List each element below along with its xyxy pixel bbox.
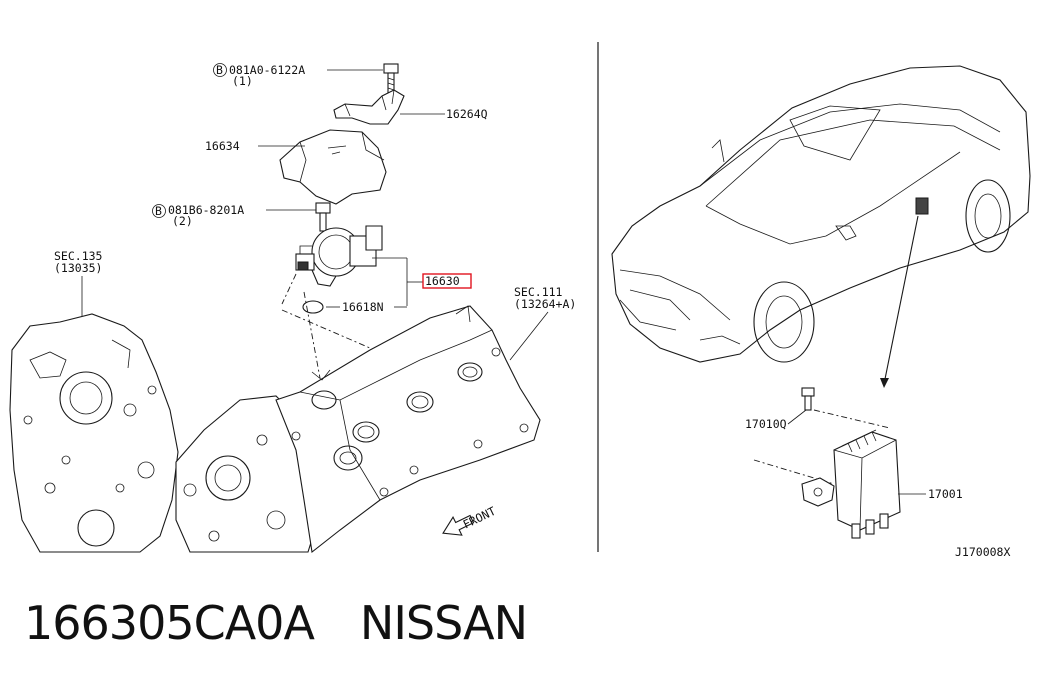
part-number: 166305CA0A xyxy=(24,596,315,650)
leader-car-arrow xyxy=(883,215,919,385)
centerline-a xyxy=(281,273,297,305)
b-mark-top: B xyxy=(216,63,223,77)
callout-pump-highlight: 16630 xyxy=(425,274,460,288)
callout-bolt-mid-qty: (2) xyxy=(172,214,193,228)
brand-name: NISSAN xyxy=(359,596,528,650)
b-mark-top-icon xyxy=(213,63,227,77)
leader-sec-111 xyxy=(509,311,549,361)
callout-sec-111-sub: (13264+A) xyxy=(514,297,576,311)
fuel-pump-icon xyxy=(295,225,383,287)
timing-cover-icon xyxy=(9,313,179,553)
arrowhead-icon xyxy=(880,378,889,388)
cam-cover-icon xyxy=(275,305,541,554)
callout-module: 17001 xyxy=(928,487,963,501)
control-module-icon xyxy=(801,429,901,539)
pump-highlight-box xyxy=(422,273,472,289)
centerline-c xyxy=(303,291,321,379)
parts-diagram: B 081A0-6122A (1) 16264Q 16634 B 081B6-8… xyxy=(9,42,1031,559)
callout-bolt-mid-code: 081B6-8201A xyxy=(168,203,244,217)
oring-icon xyxy=(302,300,324,314)
bracket-icon xyxy=(333,89,405,125)
b-mark-mid: B xyxy=(155,204,162,218)
callout-bolt-top-code: 081A0-6122A xyxy=(229,63,305,77)
callout-bolt-top-qty: (1) xyxy=(232,74,253,88)
part-caption: 166305CA0A NISSAN xyxy=(24,596,528,666)
callout-cover: 16634 xyxy=(205,139,240,153)
callout-sec-135-sub: (13035) xyxy=(54,261,102,275)
bolt-right-icon xyxy=(801,387,815,411)
bolt-mid-icon xyxy=(315,202,331,232)
front-arrow-icon xyxy=(442,514,475,536)
leader-bolt-right xyxy=(787,409,807,425)
diagram-code: J170008X xyxy=(955,545,1010,559)
callout-bracket: 16264Q xyxy=(446,107,488,121)
callout-oring: 16618N xyxy=(342,300,384,314)
centerline-b xyxy=(281,309,371,349)
callout-sec-135: SEC.135 xyxy=(54,249,102,263)
bolt-top-icon xyxy=(383,63,399,96)
callout-sec-111: SEC.111 xyxy=(514,285,563,299)
pump-cover-icon xyxy=(279,129,387,205)
car-icon xyxy=(611,65,1031,363)
callout-front: FRONT xyxy=(461,504,498,532)
callout-bolt-right: 17010Q xyxy=(745,417,787,431)
centerline-e xyxy=(813,409,891,429)
b-mark-mid-icon xyxy=(152,204,166,218)
